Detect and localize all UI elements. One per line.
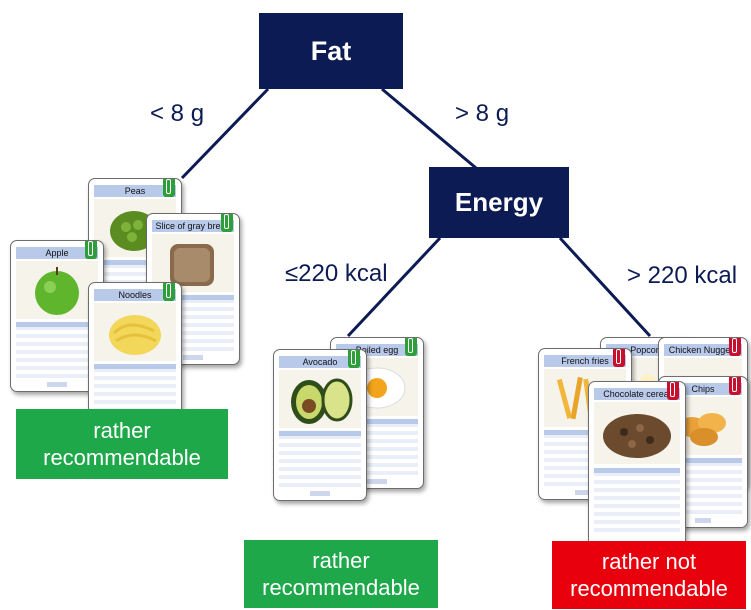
food-card-title: Chicken Nuggets: [664, 344, 742, 356]
nutrition-table: [16, 322, 98, 378]
result-badge-not-recommendable: rather not recommendable: [552, 541, 746, 609]
food-card-title: Slice of gray bread: [152, 220, 234, 232]
not-recommended-clip-icon: [613, 349, 625, 367]
edge-label-fat-high: > 8 g: [455, 100, 510, 127]
food-card: Chocolate cereal: [588, 381, 686, 551]
edge-line-energy-low: [346, 236, 442, 338]
result-badge-recommendable-left: rather recommendable: [16, 409, 228, 479]
food-photo: [16, 261, 98, 319]
recommended-clip-icon: [163, 179, 175, 197]
food-card-title: French fries: [544, 355, 626, 367]
nutrition-table: [594, 468, 680, 534]
recommended-clip-icon: [163, 283, 175, 301]
food-card-title: Noodles: [94, 289, 176, 301]
edge-line-fat-low: [180, 87, 270, 180]
nutrition-table: [279, 431, 361, 487]
recommended-clip-icon: [221, 214, 233, 232]
result-badge-recommendable-middle: rather recommendable: [244, 540, 438, 608]
edge-label-fat-low: < 8 g: [150, 100, 205, 127]
edge-label-energy-high: > 220 kcal: [627, 262, 738, 289]
food-card: Apple: [10, 240, 104, 392]
not-recommended-clip-icon: [667, 382, 679, 400]
recommended-clip-icon: [85, 241, 97, 259]
node-fat: Fat: [259, 13, 403, 89]
edge-line-energy-high: [558, 236, 652, 338]
food-photo: [279, 370, 361, 428]
edge-line-fat-high: [381, 87, 477, 170]
food-photo: [594, 402, 680, 464]
food-photo: [152, 234, 234, 292]
node-energy: Energy: [429, 167, 569, 238]
not-recommended-clip-icon: [729, 377, 741, 395]
not-recommended-clip-icon: [729, 338, 741, 356]
food-card: Noodles: [88, 282, 182, 434]
recommended-clip-icon: [405, 338, 417, 356]
food-card-title: Peas: [94, 185, 176, 197]
food-card-title: Apple: [16, 247, 98, 259]
food-card-title: Avocado: [279, 356, 361, 368]
food-card-title: Chocolate cereal: [594, 388, 680, 400]
recommended-clip-icon: [348, 350, 360, 368]
food-photo: [94, 303, 176, 361]
edge-label-energy-low: ≤220 kcal: [285, 260, 388, 287]
food-card: Avocado: [273, 349, 367, 501]
